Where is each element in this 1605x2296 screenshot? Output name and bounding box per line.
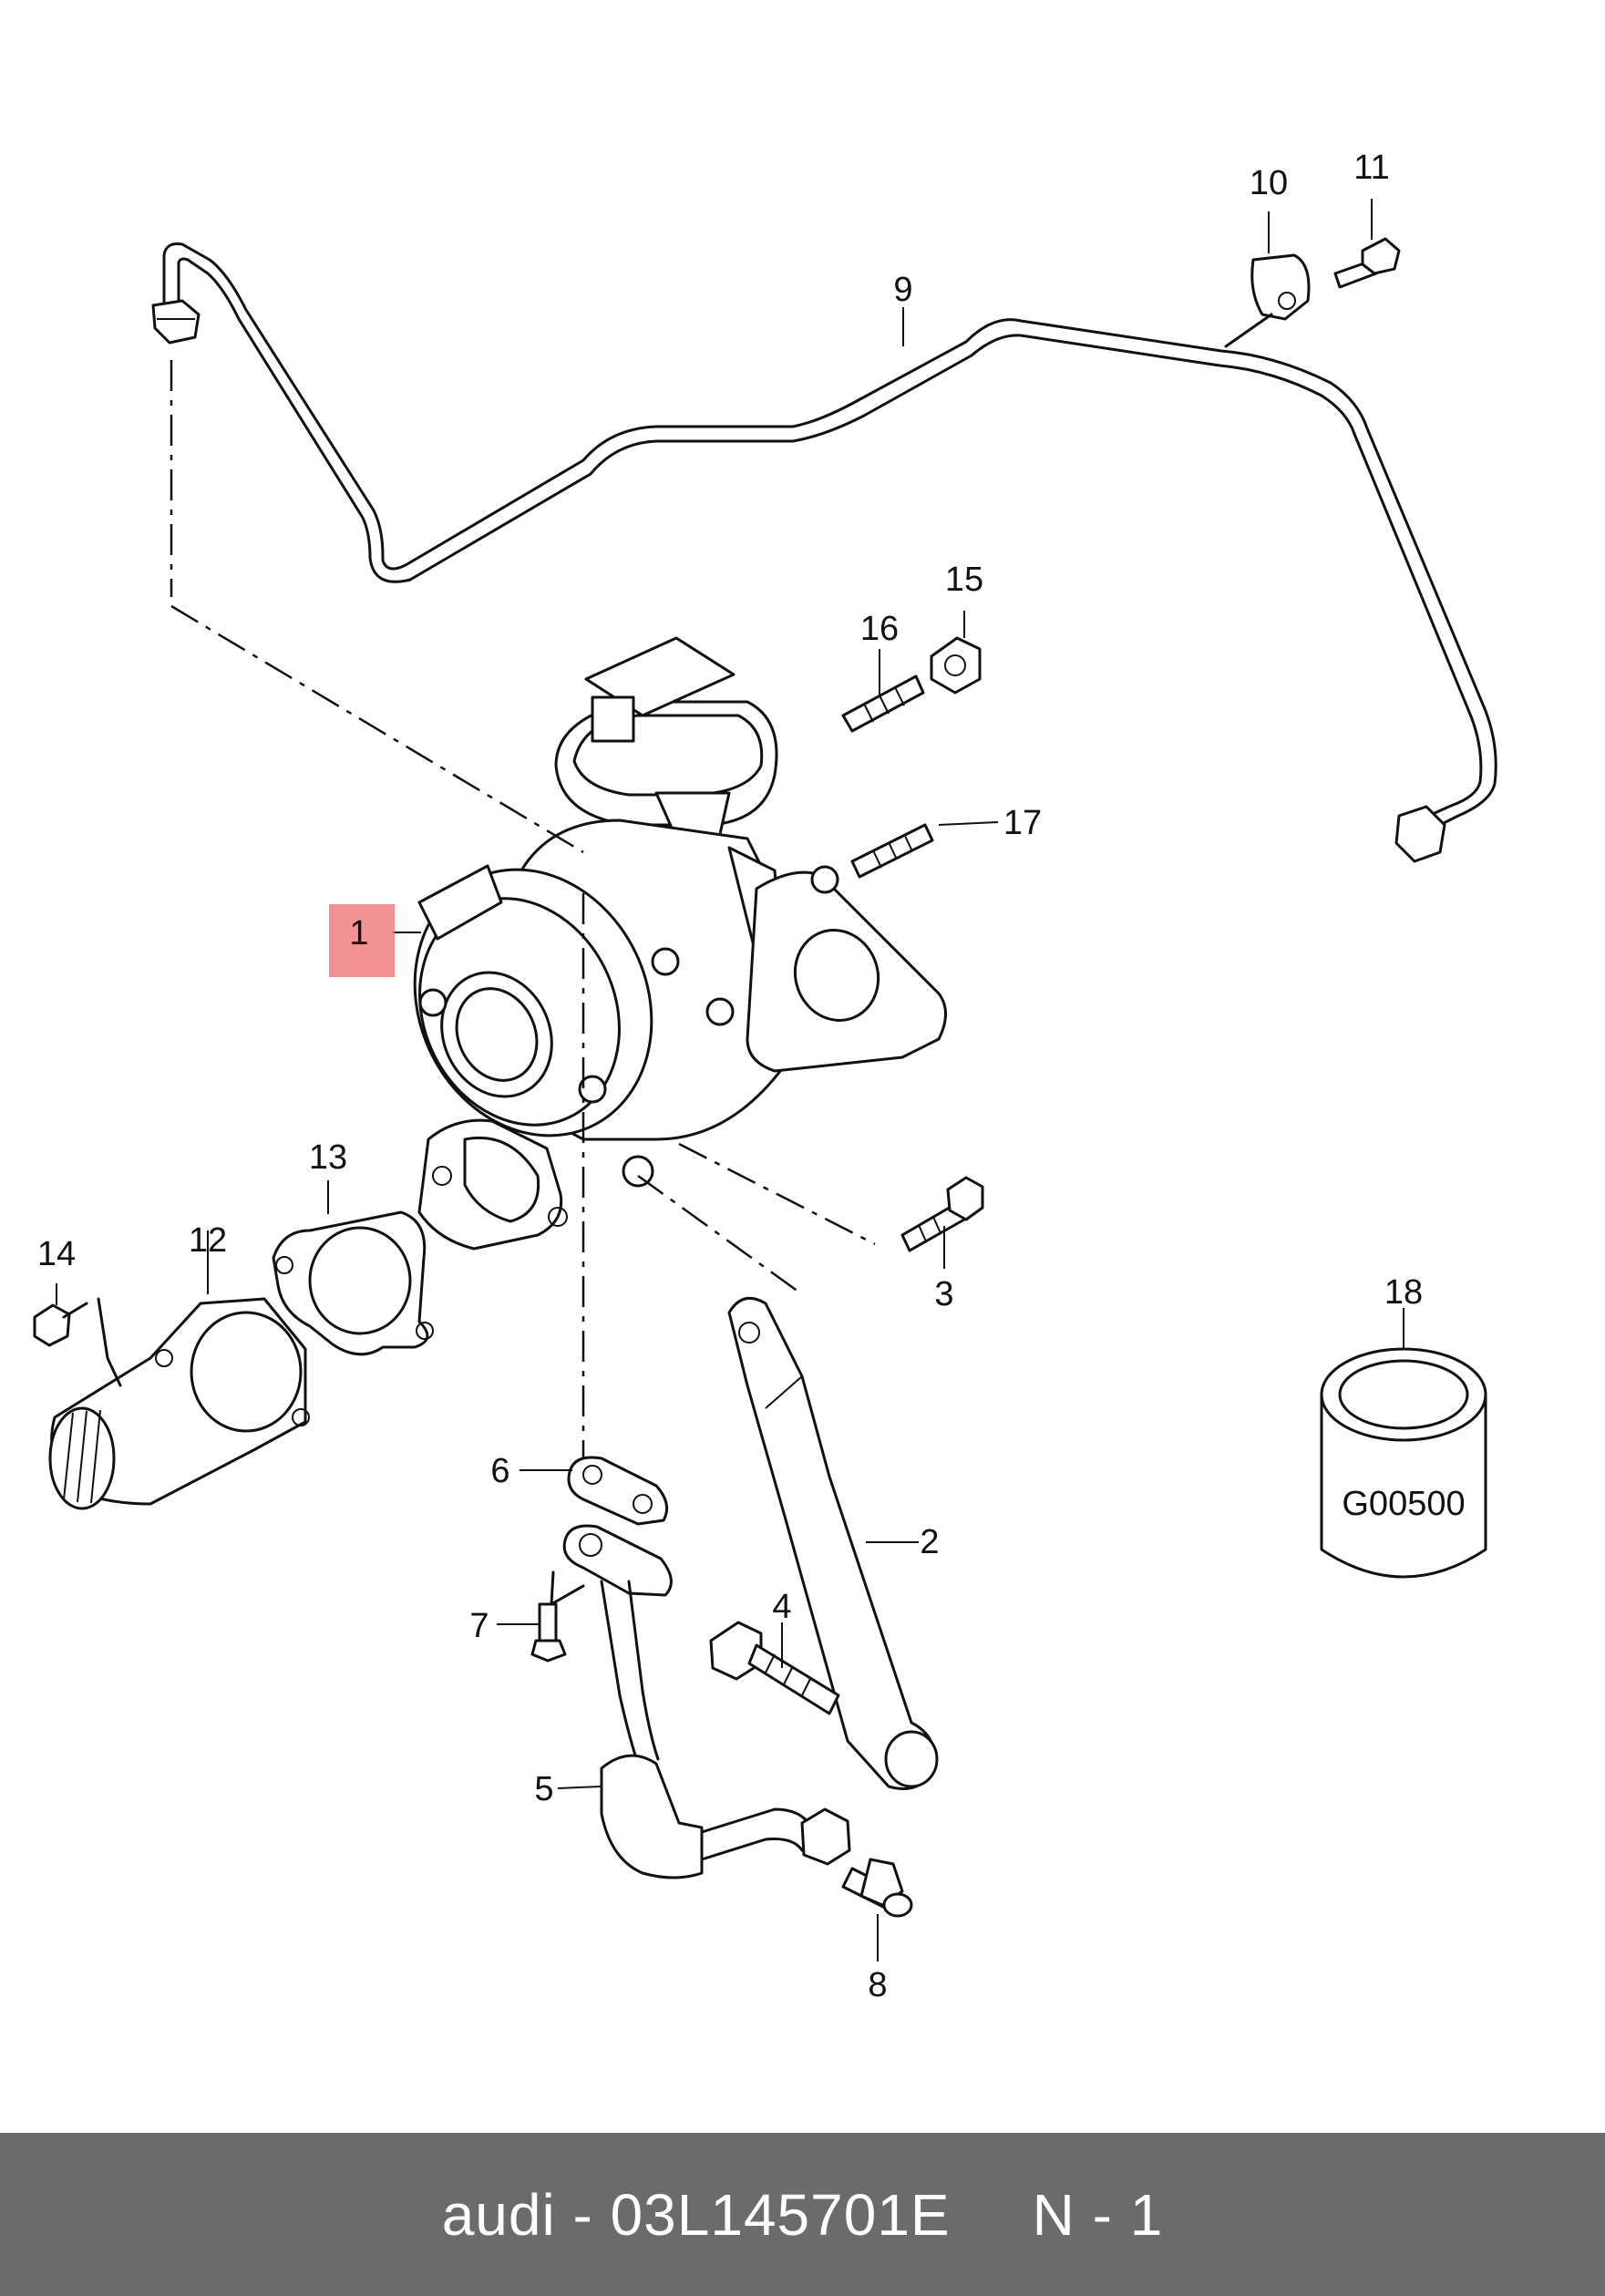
oil-feed-pipe xyxy=(151,242,1497,863)
callout-1: 1 xyxy=(349,914,368,952)
callout-8: 8 xyxy=(868,1966,887,2004)
pipe-bracket xyxy=(1224,253,1311,348)
callout-16: 16 xyxy=(860,610,899,648)
callout-18: 18 xyxy=(1384,1273,1423,1312)
footer-bar: audi - 03L145701E N - 1 xyxy=(0,2133,1605,2296)
bolt-4 xyxy=(709,1621,840,1715)
callout-12: 12 xyxy=(189,1221,227,1260)
gasket-6 xyxy=(567,1456,669,1526)
oil-return-pipe xyxy=(562,1524,851,1879)
stud-17 xyxy=(850,823,934,879)
callout-1-highlight xyxy=(329,904,395,977)
bolt-14 xyxy=(33,1297,122,1387)
callout-2: 2 xyxy=(920,1523,939,1561)
callout-7: 7 xyxy=(469,1607,489,1645)
leader-lines xyxy=(56,199,1404,1961)
callout-numbers: 1 2 3 4 5 6 7 8 9 10 11 12 13 14 15 16 1… xyxy=(37,149,1423,2004)
connecting-pipe-12 xyxy=(48,1297,310,1510)
callout-15: 15 xyxy=(945,561,983,599)
support-bracket-2 xyxy=(727,1296,939,1790)
callout-5: 5 xyxy=(534,1770,553,1808)
bolt-7 xyxy=(530,1570,585,1663)
banjo-bolt-8 xyxy=(841,1858,913,1918)
filter-label: G00500 xyxy=(1342,1485,1465,1523)
gasket-13 xyxy=(272,1210,434,1356)
stud-16 xyxy=(841,674,925,733)
bolt-3 xyxy=(900,1176,984,1252)
nut-15 xyxy=(930,636,982,695)
callout-6: 6 xyxy=(490,1452,509,1490)
assembly-lines xyxy=(170,360,876,1458)
bracket-bolt xyxy=(1333,237,1401,289)
footer-brand-part: audi - 03L145701E xyxy=(441,2181,951,2248)
callout-4: 4 xyxy=(772,1588,791,1626)
callout-10: 10 xyxy=(1250,164,1288,202)
footer-page: N - 1 xyxy=(1032,2181,1164,2248)
oil-filter-18: G00500 xyxy=(1320,1347,1487,1579)
callout-13: 13 xyxy=(309,1138,347,1177)
callout-3: 3 xyxy=(934,1275,953,1313)
callout-9: 9 xyxy=(893,271,912,309)
callout-14: 14 xyxy=(37,1235,76,1273)
callout-11: 11 xyxy=(1353,149,1389,187)
callout-17: 17 xyxy=(1003,804,1042,842)
parts-diagram: G00500 1 2 3 4 5 6 7 xyxy=(33,149,1497,2004)
turbocharger xyxy=(413,636,947,1251)
